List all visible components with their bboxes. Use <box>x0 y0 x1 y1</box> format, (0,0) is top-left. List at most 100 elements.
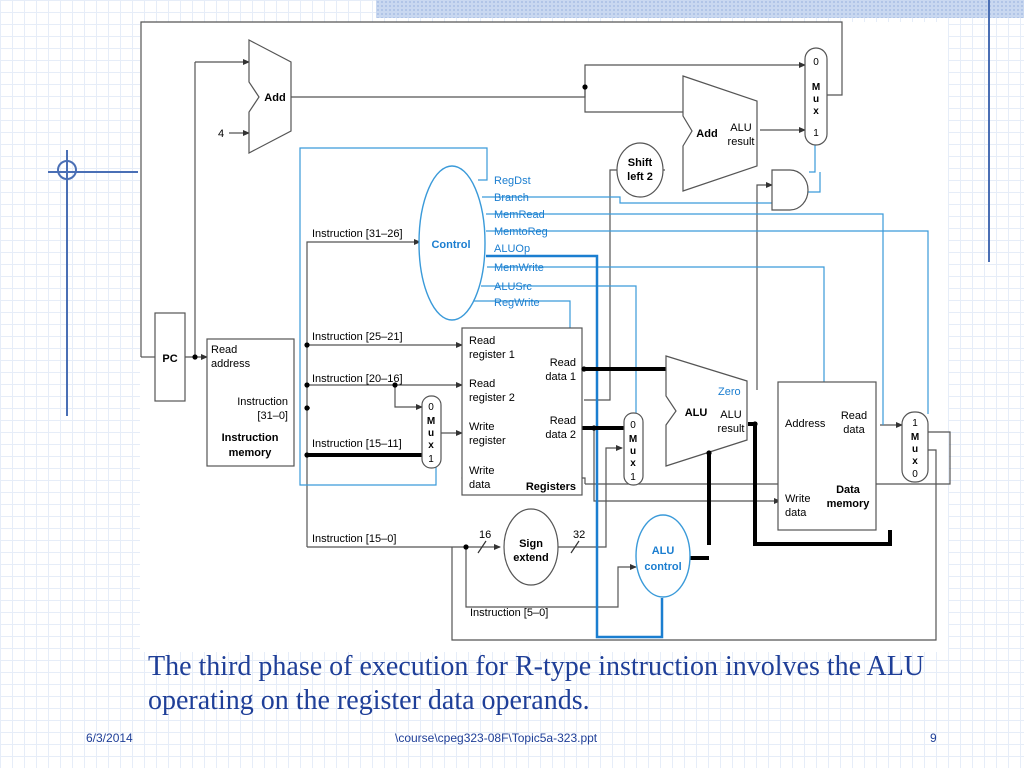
mux-pc-letter-u: u <box>813 94 819 105</box>
imem-instruction-label: Instruction <box>237 396 288 408</box>
imem-address-label: address <box>211 358 251 370</box>
signal-memtoreg: MemtoReg <box>494 226 548 238</box>
mux-pc-letter-m: M <box>812 82 820 93</box>
signal-branch: Branch <box>494 192 529 204</box>
pc-register <box>154 312 186 402</box>
control-label: Control <box>431 239 470 251</box>
branch-adder-label: Add <box>696 128 717 140</box>
field-rs-label: Instruction [25–21] <box>312 331 403 343</box>
and-gate <box>771 169 809 211</box>
mux-regdst-letter-x: x <box>428 440 434 451</box>
imem-title-line2: memory <box>229 447 273 459</box>
pc-adder-label: Add <box>264 92 285 104</box>
reg-rdata1-line2: data 1 <box>545 371 576 383</box>
pc-adder <box>248 39 292 154</box>
branch-result-line2: result <box>728 136 755 148</box>
aluop-wire <box>486 254 664 639</box>
imem-read-label: Read <box>211 344 237 356</box>
mux-regdst-in0: 0 <box>428 402 434 413</box>
shift-line1: Shift <box>628 157 653 169</box>
field-op-label: Instruction [31–26] <box>312 228 403 240</box>
mux-alusrc-letter-x: x <box>630 458 636 469</box>
footer-date: 6/3/2014 <box>86 731 133 745</box>
pc-label: PC <box>162 353 177 365</box>
imem-title-line1: Instruction <box>222 432 279 444</box>
mux-alusrc <box>623 412 644 486</box>
signal-alusrc: ALUSrc <box>494 281 532 293</box>
alu-control-line2: control <box>644 561 681 573</box>
sign-extend-line1: Sign <box>519 538 543 550</box>
control-wires <box>299 145 929 486</box>
registers-title: Registers <box>526 481 576 493</box>
mux-alusrc-in0: 0 <box>630 420 636 431</box>
field-funct-label: Instruction [5–0] <box>470 607 548 619</box>
mux-memtoreg-letter-u: u <box>912 444 918 455</box>
field-imm-label: Instruction [15–0] <box>312 533 396 545</box>
mux-memtoreg-in1: 1 <box>912 418 918 429</box>
signal-memwrite: MemWrite <box>494 262 544 274</box>
dmem-write-line1: Write <box>785 493 810 505</box>
dmem-title-line1: Data <box>836 484 861 496</box>
mux-memtoreg-letter-x: x <box>912 456 918 467</box>
mux-pc-letter-x: x <box>813 106 819 117</box>
dmem-title-line2: memory <box>827 498 871 510</box>
data-memory <box>777 381 877 531</box>
signal-aluop: ALUOp <box>494 243 530 255</box>
mux-alusrc-letter-m: M <box>629 434 637 445</box>
slide-left-accent-line <box>66 150 68 416</box>
dmem-address-label: Address <box>785 418 826 430</box>
signal-regdst: RegDst <box>494 175 531 187</box>
bus-width-32: 32 <box>573 529 585 541</box>
mux-memtoreg <box>901 411 929 483</box>
mux-regdst-in1: 1 <box>428 454 434 465</box>
constant-four-label: 4 <box>218 128 224 140</box>
dmem-read-line2: data <box>843 424 865 436</box>
mux-memtoreg-in0: 0 <box>912 469 918 480</box>
field-rt-label: Instruction [20–16] <box>312 373 403 385</box>
alu-result-line2: result <box>718 423 745 435</box>
signal-regwrite: RegWrite <box>494 297 540 309</box>
alu-zero-label: Zero <box>718 386 741 398</box>
mux-regdst <box>421 395 442 469</box>
mux-memtoreg-letter-m: M <box>911 432 919 443</box>
slide-right-accent-line <box>988 0 990 262</box>
register-file <box>461 327 583 496</box>
reg-write-line1: Write <box>469 421 494 433</box>
datapath-wires <box>140 21 951 641</box>
branch-result-line1: ALU <box>730 122 751 134</box>
mux-pc-in1: 1 <box>813 128 819 139</box>
instruction-memory <box>206 338 295 467</box>
alu-result-line1: ALU <box>720 409 741 421</box>
reg-read2-line1: Read <box>469 378 495 390</box>
reg-rdata2-line2: data 2 <box>545 429 576 441</box>
reg-rdata1-line1: Read <box>550 357 576 369</box>
mux-pc-in0: 0 <box>813 57 819 68</box>
footer-path: \course\cpeg323-08F\Topic5a-323.ppt <box>395 731 598 745</box>
slide-caption: The third phase of execution for R-type … <box>148 651 925 716</box>
reg-read1-line2: register 1 <box>469 349 515 361</box>
alu-control-line1: ALU <box>652 545 675 557</box>
signal-memread: MemRead <box>494 209 545 221</box>
alu-control-unit <box>635 514 691 598</box>
alu-main-label: ALU <box>685 407 708 419</box>
field-rd-label: Instruction [15–11] <box>312 438 402 450</box>
imem-range-label: [31–0] <box>257 410 288 422</box>
sign-extend-unit <box>503 508 559 586</box>
branch-adder <box>682 75 758 192</box>
dmem-read-line1: Read <box>841 410 867 422</box>
mux-regdst-letter-m: M <box>427 416 435 427</box>
slide-top-band <box>376 0 1024 18</box>
mux-alusrc-in1: 1 <box>630 472 636 483</box>
reg-read2-line2: register 2 <box>469 392 515 404</box>
mux-alusrc-letter-u: u <box>630 446 636 457</box>
slide-left-accent-hline <box>48 171 138 173</box>
shift-left-2-unit <box>616 142 664 198</box>
control-unit <box>418 165 486 321</box>
footer-page-number: 9 <box>930 731 937 745</box>
reg-wdata-line2: data <box>469 479 491 491</box>
mux-regdst-letter-u: u <box>428 428 434 439</box>
sign-extend-line2: extend <box>513 552 548 564</box>
bus-width-16: 16 <box>479 529 491 541</box>
reg-read1-line1: Read <box>469 335 495 347</box>
